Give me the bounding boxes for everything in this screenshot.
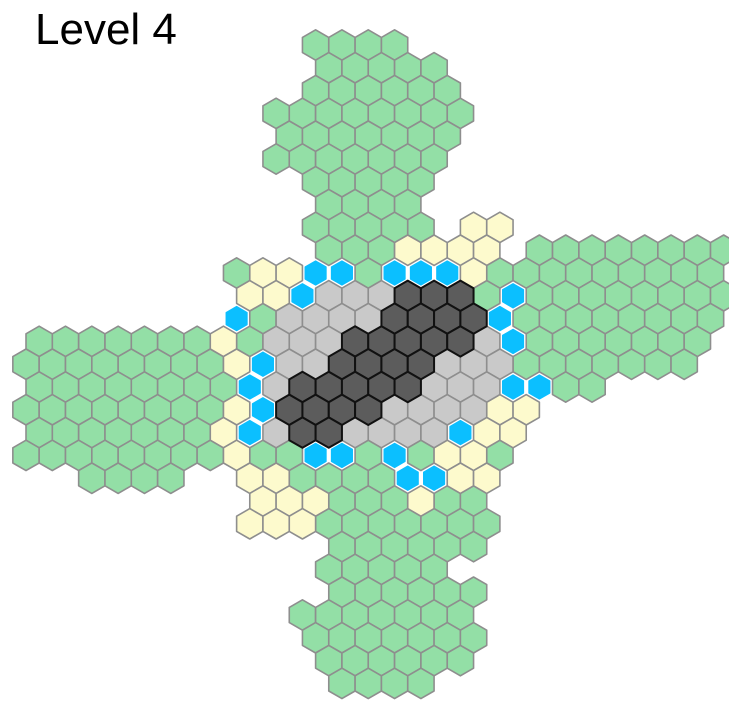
hex-cell-yellow <box>262 507 291 540</box>
hex-cell-green <box>104 462 133 495</box>
hex-cell-green <box>512 348 541 381</box>
hex-cell-yellow <box>420 234 449 267</box>
hex-cell-green <box>314 234 343 267</box>
hex-cell-blue <box>436 260 459 286</box>
hex-cell-blue <box>238 419 261 446</box>
hex-cell-blue <box>251 397 275 423</box>
hex-cell-green <box>551 370 580 404</box>
hex-cell-blue <box>449 419 472 446</box>
hex-cell-green <box>578 370 607 404</box>
hex-cell-blue <box>501 328 525 355</box>
hex-cell-green <box>156 462 185 495</box>
hex-cell-green <box>354 667 383 700</box>
hex-cell-blue <box>396 465 419 491</box>
hex-cell-blue <box>225 305 248 332</box>
hex-cell-green <box>670 348 699 381</box>
hex-cell-yellow <box>472 462 501 495</box>
hex-cell-blue <box>422 465 446 491</box>
hex-cell-blue <box>304 442 327 469</box>
hex-cell-blue <box>488 305 511 332</box>
hex-cell-blue <box>501 283 525 309</box>
hex-cell-blue <box>291 283 314 309</box>
hex-cell-gray <box>459 393 488 426</box>
hex-cell-green <box>617 348 646 381</box>
hex-cell-green <box>262 143 291 175</box>
hex-cell-green <box>459 530 488 563</box>
hex-cell-dark <box>288 416 317 449</box>
hex-cell-green <box>380 667 409 700</box>
hex-cell-yellow <box>235 507 264 540</box>
level-title: Level 4 <box>35 5 177 54</box>
hex-cell-blue <box>238 374 261 400</box>
hex-cell-blue <box>383 442 406 469</box>
hex-cell-yellow <box>235 279 264 312</box>
hex-cell-dark <box>354 393 383 426</box>
hex-cell-yellow <box>393 234 422 267</box>
hex-cell-blue <box>409 260 432 286</box>
hex-cell-blue <box>330 442 353 469</box>
hex-cell-green <box>130 462 159 495</box>
hex-cell-yellow <box>499 416 528 449</box>
hex-cell-green <box>77 462 106 495</box>
hex-cell-blue <box>528 374 551 400</box>
hex-cell-gray <box>393 416 422 449</box>
hex-cell-green <box>406 667 435 700</box>
hex-cell-yellow <box>222 348 251 381</box>
hex-cell-dark <box>393 370 422 404</box>
hex-cell-green <box>12 439 40 472</box>
hex-cell-green <box>446 644 475 677</box>
hex-cell-yellow <box>446 462 475 495</box>
hex-cell-yellow <box>288 507 317 540</box>
hex-cell-blue <box>304 260 327 286</box>
hex-cell-blue <box>383 260 406 286</box>
hex-cell-blue <box>330 260 353 286</box>
hex-cell-green <box>643 348 672 381</box>
hex-cell-blue <box>501 374 525 400</box>
hex-cell-dark <box>446 325 475 358</box>
hex-cell-blue <box>251 351 275 377</box>
hex-cell-yellow <box>406 484 435 518</box>
hex-cell-green <box>327 667 356 700</box>
hex-cell-dark <box>314 416 343 449</box>
hex-cell-gray <box>420 416 449 449</box>
hex-cell-green <box>38 439 67 472</box>
